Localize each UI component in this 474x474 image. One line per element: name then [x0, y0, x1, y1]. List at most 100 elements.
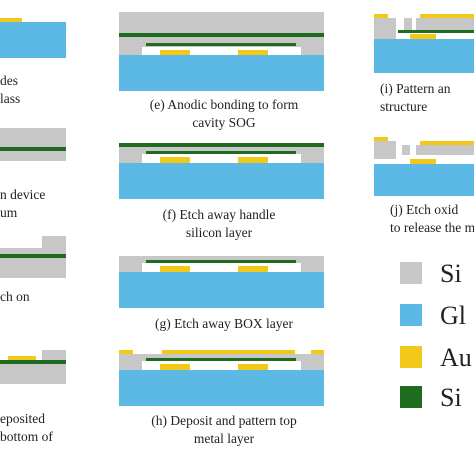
gold-electrode-2	[238, 266, 268, 272]
glass-substrate	[374, 39, 474, 73]
glass-swatch	[400, 304, 422, 326]
step-f-diagram	[119, 143, 324, 199]
gold-bottom	[8, 356, 36, 360]
gold-pad	[374, 137, 388, 141]
device-silicon	[0, 151, 66, 161]
box-oxide	[119, 33, 324, 37]
gold-top-metal	[420, 141, 474, 145]
step-g-diagram	[119, 256, 324, 308]
caption-b-line1: n device	[0, 187, 46, 202]
glass-substrate	[119, 163, 324, 199]
gold-electrode-2	[238, 50, 268, 55]
cavity	[142, 361, 301, 370]
gold-electrode	[0, 18, 22, 22]
step-h-diagram	[119, 350, 324, 406]
gold-swatch	[400, 346, 422, 368]
gold-electrode-1	[160, 157, 190, 163]
step-d-diagram	[0, 350, 66, 384]
cavity	[142, 263, 301, 272]
caption-e: (e) Anodic bonding to form cavity SOG	[119, 96, 329, 132]
silicon-post	[404, 18, 412, 30]
gold-top-metal	[420, 14, 474, 18]
caption-d-line1: eposited	[0, 411, 45, 426]
gold-electrode	[410, 159, 436, 164]
silicon-anchor-base	[374, 34, 396, 39]
oxide-strip	[398, 30, 474, 33]
handle-silicon	[119, 12, 324, 33]
caption-a-line2: lass	[0, 91, 21, 106]
oxide-strip	[146, 260, 296, 263]
caption-g: (g) Etch away BOX layer	[119, 315, 329, 333]
gold-electrode-1	[160, 266, 190, 272]
glass-substrate	[374, 164, 474, 196]
caption-h-line2: metal layer	[193, 431, 255, 446]
gold-electrode-2	[238, 157, 268, 163]
gold-electrode-1	[160, 364, 190, 370]
gold-electrode	[410, 34, 436, 39]
caption-i-line2: structure	[380, 99, 428, 114]
glass-layer	[0, 22, 66, 58]
caption-j-line2: to release the m	[390, 220, 474, 235]
caption-a: des lass	[0, 72, 20, 108]
silicon-anchor	[374, 18, 396, 34]
legend-label-gold: Au	[440, 343, 472, 372]
box-oxide	[0, 147, 66, 151]
caption-f-line2: silicon layer	[185, 225, 253, 240]
oxide-swatch	[400, 386, 422, 408]
caption-b-line2: um	[0, 205, 18, 220]
legend-label-si: Si	[440, 259, 462, 288]
gold-electrode-2	[238, 364, 268, 370]
caption-f: (f) Etch away handle silicon layer	[119, 206, 319, 242]
caption-b: n device um	[0, 186, 45, 222]
gold-pad-right	[311, 350, 324, 354]
silicon-anchor	[374, 141, 396, 159]
caption-i-line1: (i) Pattern an	[380, 81, 451, 96]
silicon-structure	[416, 18, 474, 30]
silicon-step	[42, 350, 66, 360]
handle-silicon	[0, 364, 66, 384]
caption-e-line1: (e) Anodic bonding to form	[149, 97, 299, 112]
glass-substrate	[119, 370, 324, 406]
caption-d-line2: bottom of	[0, 429, 53, 444]
silicon-swatch	[400, 262, 422, 284]
step-e-diagram	[119, 12, 324, 91]
caption-f-line1: (f) Etch away handle	[162, 207, 276, 222]
box-oxide	[0, 254, 66, 258]
caption-j: (j) Etch oxid to release the m	[390, 201, 474, 237]
cavity	[142, 154, 301, 163]
caption-c: ch on	[0, 288, 30, 306]
device-silicon	[0, 248, 66, 254]
gold-electrode-1	[160, 50, 190, 55]
box-oxide	[0, 360, 66, 364]
oxide-strip	[146, 43, 296, 46]
silicon-step	[42, 236, 66, 248]
caption-h: (h) Deposit and pattern top metal layer	[119, 412, 329, 448]
handle-silicon	[0, 258, 66, 278]
caption-e-line2: cavity SOG	[192, 115, 256, 130]
silicon-structure	[416, 145, 474, 155]
step-a-diagram	[0, 18, 66, 58]
oxide-strip	[146, 151, 296, 154]
step-c-diagram	[0, 236, 66, 278]
glass-substrate	[119, 55, 324, 91]
cavity	[142, 47, 301, 55]
caption-d: eposited bottom of	[0, 410, 53, 446]
legend-label-oxide: Si	[440, 383, 462, 412]
gold-pad	[374, 14, 388, 18]
caption-c-line1: ch on	[0, 289, 30, 304]
handle-silicon	[0, 128, 66, 148]
step-j-diagram	[374, 137, 474, 196]
caption-j-line1: (j) Etch oxid	[390, 202, 459, 217]
box-oxide	[119, 143, 324, 147]
caption-g-line1: (g) Etch away BOX layer	[155, 316, 293, 331]
gold-pad-left	[119, 350, 133, 354]
silicon-post	[402, 145, 410, 155]
gold-top-metal	[162, 350, 295, 354]
caption-h-line1: (h) Deposit and pattern top	[151, 413, 297, 428]
step-b-diagram	[0, 128, 66, 161]
caption-i: (i) Pattern an structure	[380, 80, 450, 116]
glass-substrate	[119, 272, 324, 308]
caption-a-line1: des	[0, 73, 18, 88]
oxide-strip	[146, 358, 296, 361]
